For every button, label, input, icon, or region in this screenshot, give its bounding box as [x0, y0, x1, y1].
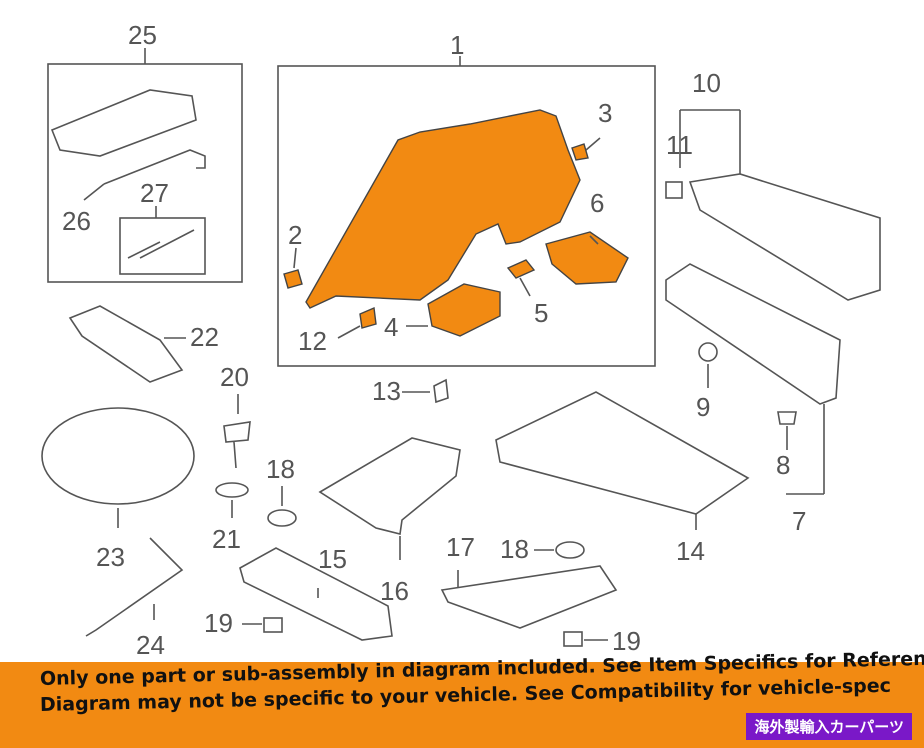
callout-3: 3: [598, 98, 612, 128]
part-20-bolt: [223, 421, 251, 469]
callout-1: 1: [450, 30, 464, 60]
callout-5: 5: [534, 298, 548, 328]
callout-19b: 19: [612, 626, 641, 656]
spare-tire-tray: [41, 407, 195, 505]
callout-22: 22: [190, 322, 219, 352]
part-15-panel: [239, 547, 393, 641]
part-13-clip: [433, 378, 449, 404]
part-18-grommet-b: [555, 541, 585, 559]
driver-tool: [127, 229, 195, 259]
floor-board: [495, 391, 750, 515]
part-16-tray: [318, 437, 461, 535]
part-21-washer: [215, 482, 249, 498]
callout-25: 25: [128, 20, 157, 50]
part-12-clip: [359, 306, 377, 329]
callout-12: 12: [298, 326, 327, 356]
part-11-cap: [665, 181, 683, 199]
callout-4: 4: [384, 312, 398, 342]
box-1: [277, 65, 656, 367]
callout-21: 21: [212, 524, 241, 554]
callout-7: 7: [792, 506, 806, 536]
part-2-clip: [283, 269, 303, 289]
callout-11: 11: [666, 130, 693, 160]
part-17-panel: [440, 565, 618, 629]
rear-trim-panel: [665, 263, 841, 405]
callout-13: 13: [372, 376, 401, 406]
import-parts-stamp: 海外製輸入カーパーツ: [746, 713, 912, 740]
callout-17: 17: [446, 532, 475, 562]
tonneau-cover: [688, 173, 881, 301]
callout-18a: 18: [266, 454, 295, 484]
part-4-box: [427, 283, 501, 337]
callout-15: 15: [318, 544, 347, 574]
callout-20: 20: [220, 362, 249, 392]
part-3-clip: [571, 143, 589, 161]
lug-wrench: [103, 149, 206, 185]
callout-9: 9: [696, 392, 710, 422]
parts-diagram: 1 2 3 4 5 6 7 8 9 10 11 12 13 14 15 16 1…: [41, 20, 881, 660]
tool-bag: [50, 89, 197, 157]
quarter-trim-panel: [305, 109, 581, 309]
callout-26: 26: [62, 206, 91, 236]
part-5-clip: [506, 259, 536, 279]
callout-2: 2: [288, 220, 302, 250]
callout-23: 23: [96, 542, 125, 572]
part-6-cover: [545, 231, 629, 285]
jack: [68, 305, 184, 383]
callout-8: 8: [776, 450, 790, 480]
callout-6: 6: [590, 188, 604, 218]
part-9-grommet: [698, 342, 718, 362]
part-19-clip-b: [563, 631, 583, 647]
disclaimer-banner: Only one part or sub-assembly in diagram…: [0, 647, 924, 748]
callout-16: 16: [380, 576, 409, 606]
callout-10: 10: [692, 68, 721, 98]
callout-18b: 18: [500, 534, 529, 564]
callout-27: 27: [140, 178, 169, 208]
callout-19a: 19: [204, 608, 233, 638]
part-18-grommet-a: [267, 509, 297, 527]
part-24-rod: [85, 537, 184, 637]
box-27: [119, 217, 206, 275]
callout-24: 24: [136, 630, 165, 660]
callout-14: 14: [676, 536, 705, 566]
part-19-clip-a: [263, 617, 283, 633]
part-8-clip: [777, 411, 797, 425]
